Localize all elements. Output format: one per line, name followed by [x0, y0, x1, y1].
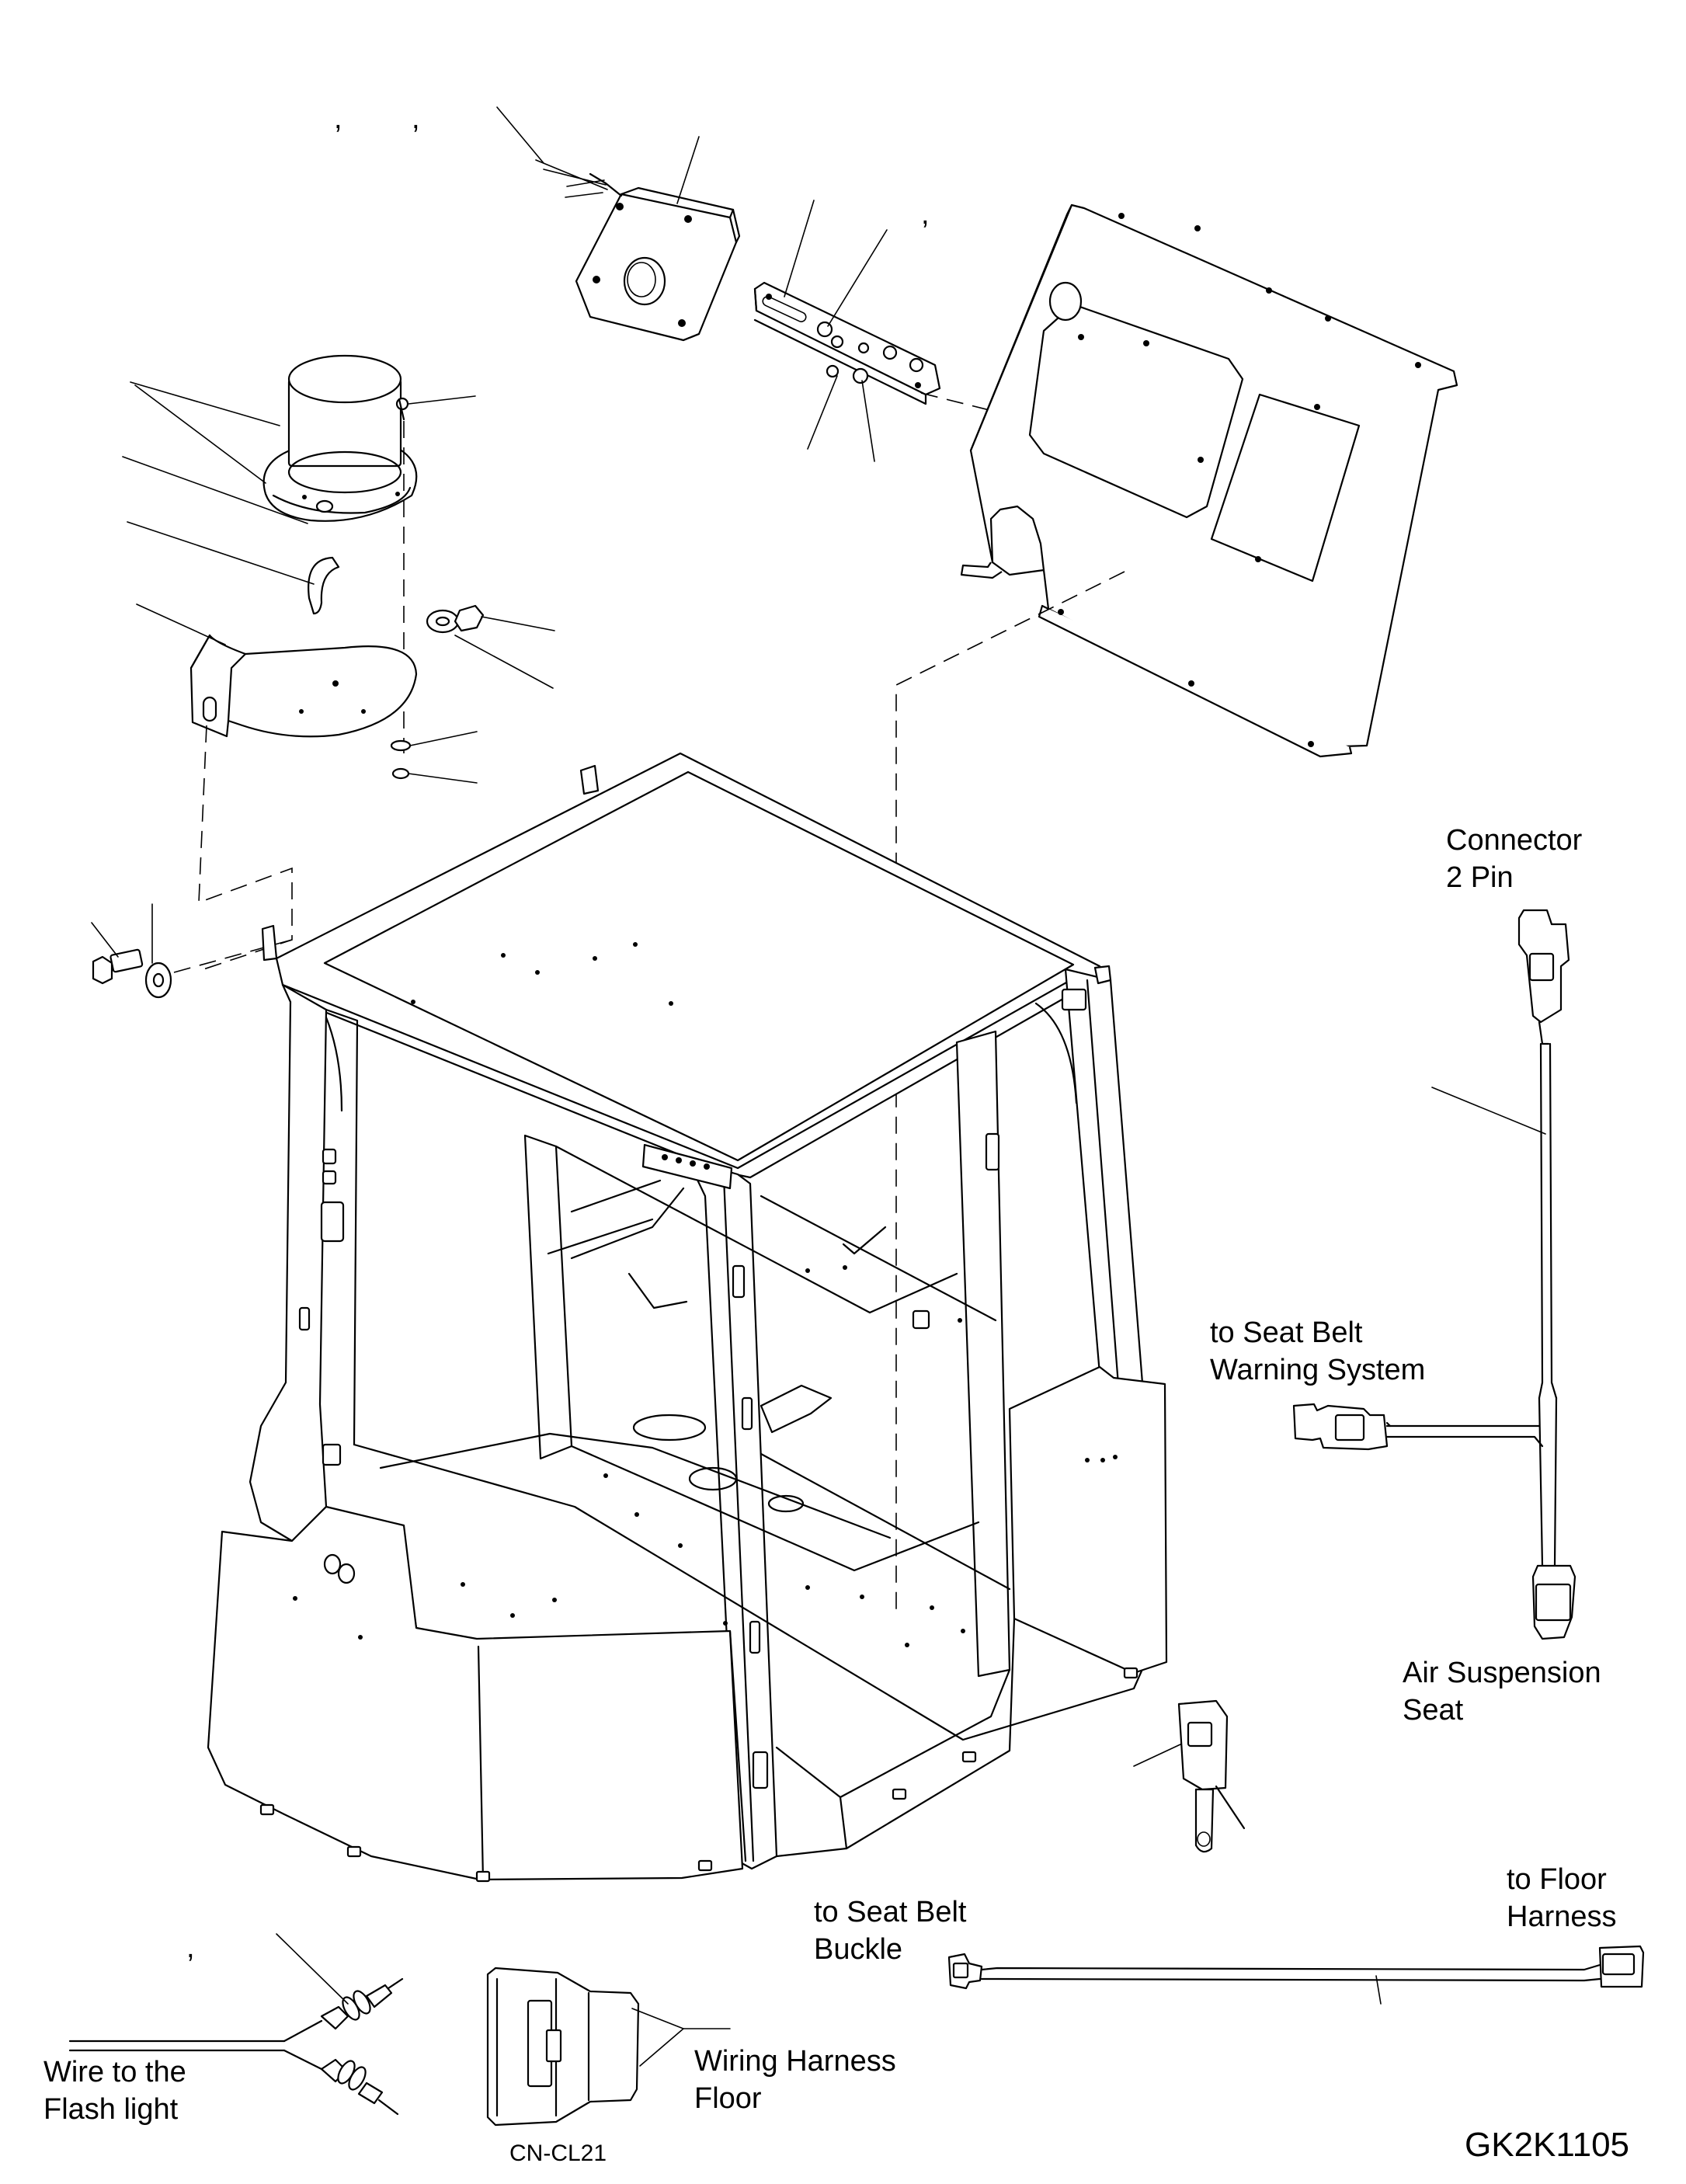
label-connector-2pin: 2 Pin	[1446, 861, 1514, 894]
comma-mark: ,	[186, 1932, 195, 1964]
comma-mark: ,	[412, 103, 420, 135]
buckle-floor-harness	[947, 1945, 1645, 2005]
flash-light-wire	[68, 1933, 404, 2116]
cab-frame	[207, 752, 1168, 1883]
text-labels: Connector 2 Pin to Seat Belt Warning Sys…	[43, 824, 1629, 2166]
beacon-mount-bracket	[91, 603, 555, 999]
comma-mark: ,	[921, 198, 930, 231]
seat-belt-warning-harness	[1292, 909, 1576, 1640]
flash-switch-box	[496, 106, 741, 342]
label-air-suspension-seat: Air Suspension	[1403, 1657, 1601, 1689]
label-seat-belt-buckle: Buckle	[814, 1933, 902, 1966]
switch-bracket-plate	[753, 200, 1170, 462]
label-wiring-harness-floor: Wiring Harness	[694, 2045, 896, 2078]
label-floor-harness: Harness	[1507, 1901, 1617, 1933]
seat-belt-buckle	[1133, 1699, 1246, 1853]
label-seat-belt-warning: to Seat Belt	[1210, 1316, 1363, 1349]
label-air-suspension-seat: Seat	[1403, 1694, 1464, 1727]
label-floor-harness: to Floor	[1507, 1863, 1607, 1896]
drawing-code: GK2K1105	[1465, 2126, 1629, 2164]
comma-mark: ,	[334, 103, 342, 135]
connector-cn-cl21	[486, 1967, 731, 2127]
label-wire-flash-light: Wire to the	[43, 2056, 186, 2088]
label-connector-2pin: Connector	[1446, 824, 1583, 857]
label-seat-belt-warning: Warning System	[1210, 1354, 1425, 1386]
rear-cab-panel	[895, 203, 1458, 1615]
label-wire-flash-light: Flash light	[43, 2093, 179, 2126]
label-wiring-harness-floor: Floor	[694, 2082, 762, 2115]
label-connector-code: CN-CL21	[509, 2141, 607, 2166]
label-seat-belt-buckle: to Seat Belt	[814, 1896, 967, 1928]
callout-commas: , , , ,	[186, 103, 930, 1964]
